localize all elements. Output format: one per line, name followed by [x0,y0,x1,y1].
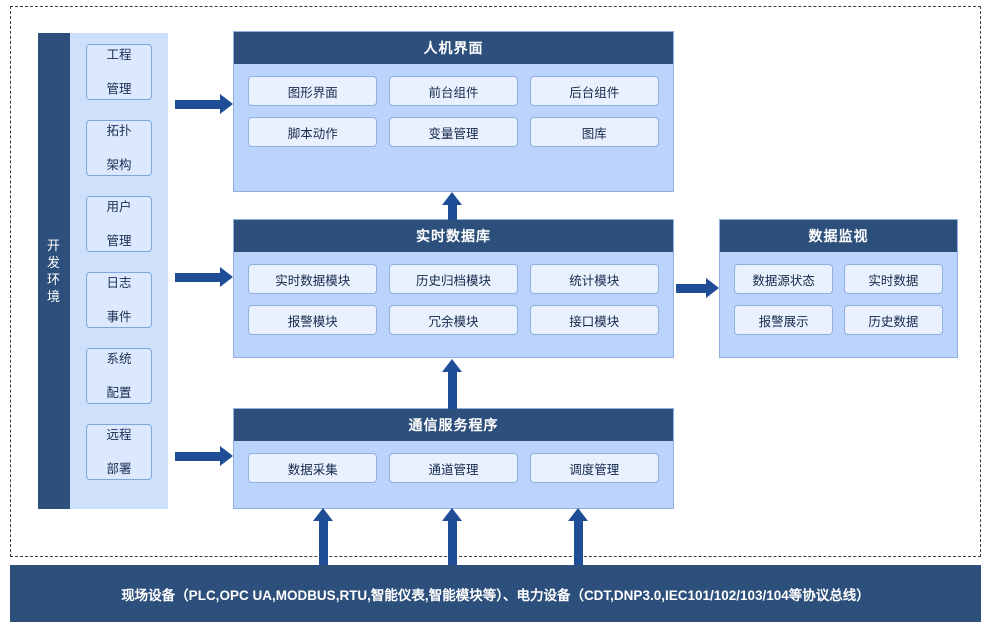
dev-item-user-management[interactable]: 用户 管理 [86,196,152,252]
chip-graphic-interface[interactable]: 图形界面 [248,76,378,106]
chip-redundancy-module[interactable]: 冗余模块 [388,305,519,335]
chip-alarm-module[interactable]: 报警模块 [248,305,378,335]
arrow-field-devices-to-data-acquisition [313,508,334,570]
chip-channel-management[interactable]: 通道管理 [388,453,519,483]
arrow-field-devices-to-schedule-management [568,508,589,570]
chip-backend-component[interactable]: 后台组件 [529,76,659,106]
dev-item-line1: 用户 [106,199,132,214]
panel-realtime-database-title: 实时数据库 [234,220,673,252]
field-devices-text: 现场设备（PLC,OPC UA,MODBUS,RTU,智能仪表,智能模块等）、电… [121,587,870,603]
panel-communication-service-body: 数据采集 通道管理 调度管理 [234,441,673,495]
dev-item-label: 工程 管理 [106,47,131,98]
panel-hmi-body: 图形界面 前台组件 后台组件 脚本动作 变量管理 图库 [234,64,673,170]
development-environment-label: 开发环境 [38,33,70,509]
panel-hmi-title: 人机界面 [234,32,673,64]
panel-data-monitoring: 数据监视 数据源状态 实时数据 报警展示 历史数据 [719,219,958,358]
chip-statistics-module[interactable]: 统计模块 [529,264,659,294]
dev-item-line1: 日志 [106,275,132,290]
dev-item-project-management[interactable]: 工程 管理 [86,44,152,100]
chip-data-acquisition[interactable]: 数据采集 [248,453,378,483]
arrow-field-devices-to-channel-management [442,508,463,570]
dev-item-topology[interactable]: 拓扑 架构 [86,120,152,176]
system-boundary-frame [10,6,981,557]
chip-graphics-library[interactable]: 图库 [529,117,659,147]
dev-item-label: 拓扑 架构 [106,123,131,174]
dev-item-log-events[interactable]: 日志 事件 [86,272,152,328]
chip-interface-module[interactable]: 接口模块 [529,305,659,335]
dev-item-label: 日志 事件 [106,275,131,326]
field-devices-bar: 现场设备（PLC,OPC UA,MODBUS,RTU,智能仪表,智能模块等）、电… [10,565,981,622]
panel-data-monitoring-body: 数据源状态 实时数据 报警展示 历史数据 [720,252,957,358]
arrow-realtime-database-to-hmi [442,192,463,220]
development-environment-text: 开发环境 [47,238,62,304]
panel-communication-service-title: 通信服务程序 [234,409,673,441]
chip-history-data[interactable]: 历史数据 [843,305,943,335]
panel-realtime-database: 实时数据库 实时数据模块 历史归档模块 统计模块 报警模块 冗余模块 接口模块 [233,219,674,358]
arrow-realtime-database-to-monitoring [676,278,719,299]
dev-item-label: 远程 部署 [106,427,131,478]
dev-item-line1: 系统 [106,351,132,366]
chip-realtime-data[interactable]: 实时数据 [843,264,943,294]
panel-data-monitoring-title: 数据监视 [720,220,957,252]
chip-alarm-display[interactable]: 报警展示 [734,305,834,335]
dev-item-line2: 配置 [106,385,132,400]
chip-datasource-status[interactable]: 数据源状态 [734,264,834,294]
dev-item-line1: 远程 [106,427,132,442]
dev-item-line2: 架构 [106,157,132,172]
arrow-communication-service-to-realtime-database [442,359,463,409]
arrow-dev-to-hmi [175,94,233,115]
dev-item-line1: 工程 [106,47,132,62]
chip-variable-management[interactable]: 变量管理 [388,117,519,147]
chip-script-action[interactable]: 脚本动作 [248,117,378,147]
chip-history-archive-module[interactable]: 历史归档模块 [388,264,519,294]
dev-item-line1: 拓扑 [106,123,132,138]
dev-item-line2: 管理 [106,233,132,248]
arrow-dev-to-realtime-database [175,267,233,288]
chip-frontend-component[interactable]: 前台组件 [388,76,519,106]
dev-item-label: 用户 管理 [106,199,131,250]
chip-schedule-management[interactable]: 调度管理 [529,453,659,483]
dev-item-line2: 部署 [106,461,132,476]
dev-item-system-config[interactable]: 系统 配置 [86,348,152,404]
panel-communication-service: 通信服务程序 数据采集 通道管理 调度管理 [233,408,674,509]
dev-item-line2: 管理 [106,81,132,96]
panel-realtime-database-body: 实时数据模块 历史归档模块 统计模块 报警模块 冗余模块 接口模块 [234,252,673,358]
dev-item-remote-deploy[interactable]: 远程 部署 [86,424,152,480]
dev-item-label: 系统 配置 [106,351,131,402]
dev-item-line2: 事件 [106,309,132,324]
panel-hmi: 人机界面 图形界面 前台组件 后台组件 脚本动作 变量管理 图库 [233,31,674,192]
chip-realtime-data-module[interactable]: 实时数据模块 [248,264,378,294]
arrow-dev-to-communication-service [175,446,233,467]
